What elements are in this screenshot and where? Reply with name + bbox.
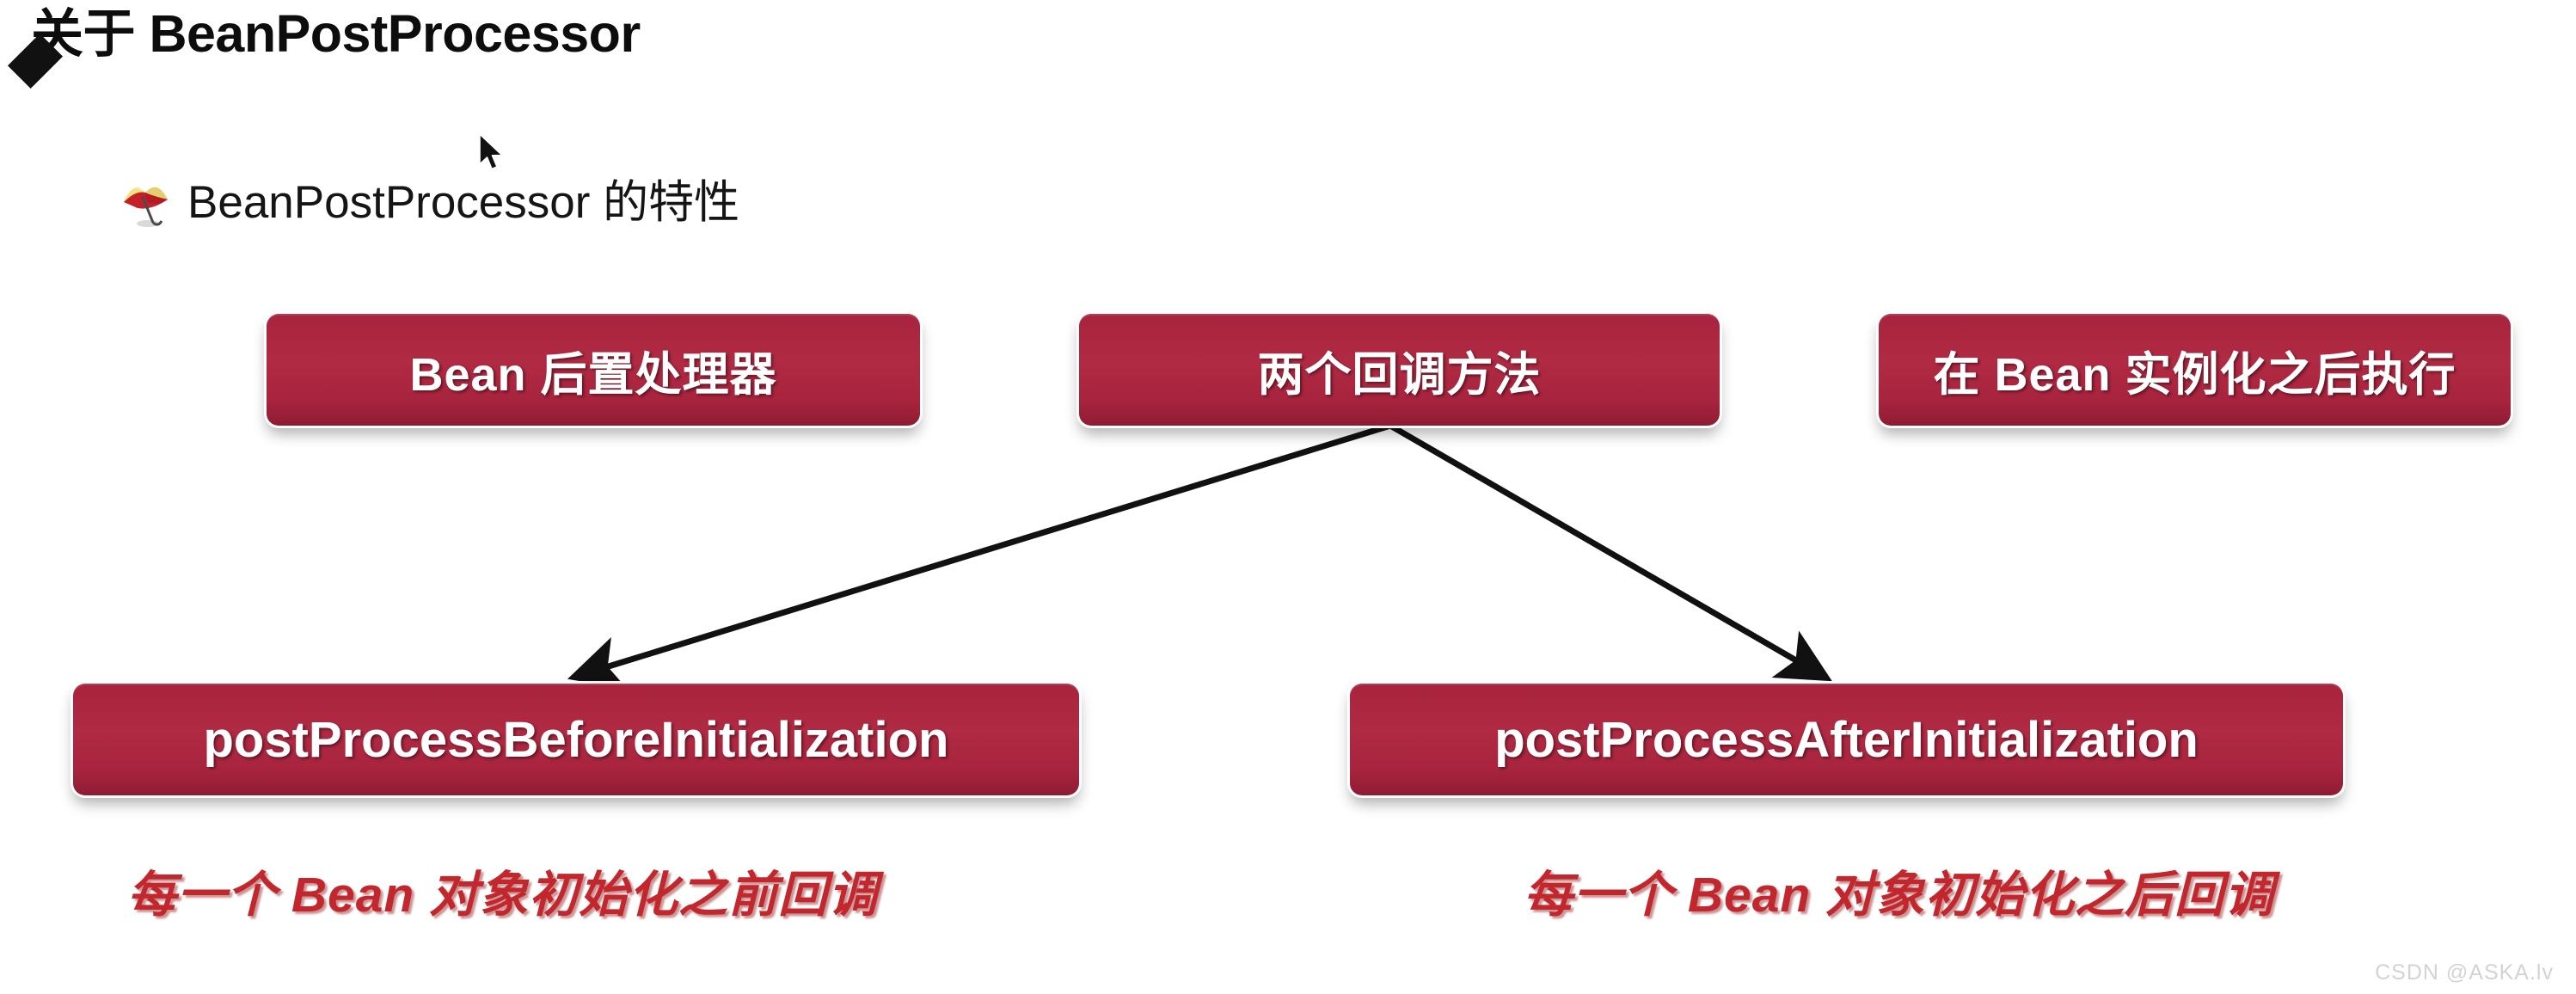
page-title: 关于 BeanPostProcessor <box>7 4 641 89</box>
box-after-instantiation[interactable]: 在 Bean 实例化之后执行 <box>1879 314 2511 426</box>
box-bean-processor[interactable]: Bean 后置处理器 <box>267 314 920 426</box>
page-title-text: 关于 BeanPostProcessor <box>31 4 641 63</box>
box-two-callbacks[interactable]: 两个回调方法 <box>1079 314 1720 426</box>
section-subtitle-text: BeanPostProcessor 的特性 <box>187 176 740 228</box>
box-bean-processor-label: Bean 后置处理器 <box>409 348 777 401</box>
box-post-process-after-initialization-label: postProcessAfterInitialization <box>1494 711 2199 768</box>
caption-before-initialization: 每一个 Bean 对象初始化之前回调 <box>127 868 879 923</box>
arrow-to-after-init <box>1389 422 1832 682</box>
box-two-callbacks-label: 两个回调方法 <box>1257 348 1542 401</box>
umbrella-icon <box>119 176 172 230</box>
box-post-process-before-initialization[interactable]: postProcessBeforeInitialization <box>73 684 1079 795</box>
watermark: CSDN @ASKA.lv <box>2375 960 2554 985</box>
caption-after-initialization: 每一个 Bean 对象初始化之后回调 <box>1524 868 2275 923</box>
box-post-process-after-initialization[interactable]: postProcessAfterInitialization <box>1350 684 2343 795</box>
box-after-instantiation-label: 在 Bean 实例化之后执行 <box>1933 348 2456 401</box>
arrow-to-before-init <box>567 422 1392 690</box>
section-subtitle: BeanPostProcessor 的特性 <box>119 176 739 230</box>
box-post-process-before-initialization-label: postProcessBeforeInitialization <box>203 711 949 768</box>
mouse-pointer-icon <box>478 133 507 175</box>
